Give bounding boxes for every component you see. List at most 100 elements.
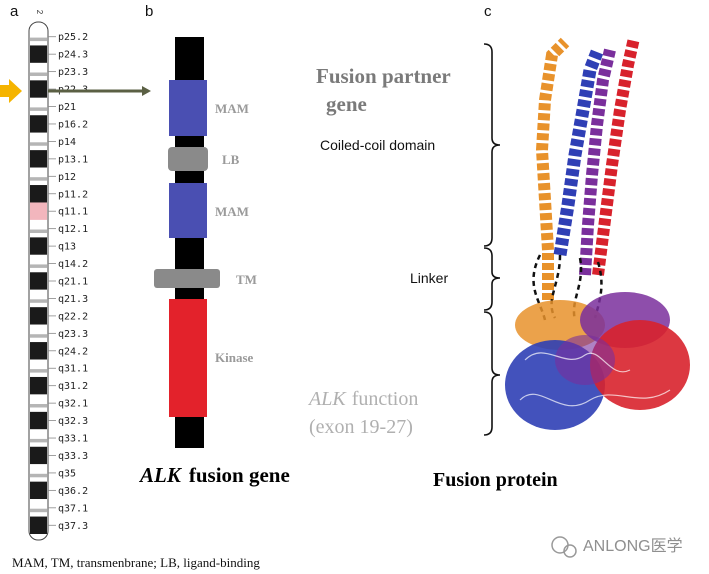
- band-label: q12.1: [58, 224, 88, 235]
- band-label: p16.2: [58, 119, 88, 130]
- coiled-coil-label: Coiled-coil domain: [320, 137, 435, 153]
- alk-function-rest: function: [352, 388, 419, 410]
- band-label: q37.1: [58, 503, 88, 514]
- chromosome-band: [30, 342, 47, 359]
- band-label: q24.2: [58, 346, 88, 357]
- band-label: p12: [58, 172, 76, 183]
- band-label: q37.3: [58, 521, 88, 532]
- chromosome-band: [30, 517, 47, 534]
- chromosome-band: [30, 28, 47, 45]
- band-label: p24.3: [58, 50, 88, 61]
- band-label: q23.3: [58, 329, 88, 340]
- band-label: q36.2: [58, 486, 88, 497]
- chromosome-band: [30, 98, 47, 115]
- chromosome-band-stripe: [30, 38, 47, 41]
- locus-arrow-icon: [0, 79, 22, 103]
- chromosome-band: [30, 290, 47, 307]
- chromosome-band: [30, 255, 47, 272]
- band-label: p21: [58, 102, 76, 113]
- chromosome-band: [30, 220, 47, 237]
- brace-coiled-coil: [484, 44, 500, 246]
- chromosome-band: [30, 202, 47, 219]
- orange-helix: [542, 42, 565, 300]
- connector-arrowhead-icon: [142, 86, 151, 96]
- chromosome-band: [30, 168, 47, 185]
- band-label: q33.3: [58, 451, 88, 462]
- fusion-protein-structure: Fusion partner gene Coiled-coil domain L…: [307, 38, 690, 491]
- footnote: MAM, TM, transmenbrane; LB, ligand-bindi…: [12, 555, 260, 570]
- chromosome-band-stripe: [30, 369, 47, 372]
- chromosome-band: [30, 429, 47, 446]
- kinase-globular-domains: [505, 292, 690, 430]
- band-label: q32.3: [58, 416, 88, 427]
- alk-function-italic: ALK: [307, 388, 347, 410]
- band-label: q31.1: [58, 364, 88, 375]
- band-label: q21.1: [58, 277, 88, 288]
- band-label: q14.2: [58, 259, 88, 270]
- chromosome-band-stripe: [30, 474, 47, 477]
- band-label: q13: [58, 242, 76, 253]
- kinase-label: Kinase: [215, 350, 254, 365]
- chromosome-band-stripe: [30, 404, 47, 407]
- exon-range-label: (exon 19-27): [309, 416, 413, 438]
- brace-alk-function: [484, 312, 500, 435]
- chromosome-band-stripe: [30, 142, 47, 145]
- chromosome-band: [30, 482, 47, 499]
- chromosome-band-stripe: [30, 334, 47, 337]
- chromosome-band: [30, 360, 47, 377]
- mam-label-1: MAM: [215, 101, 249, 116]
- band-label: q22.2: [58, 311, 88, 322]
- chromosome-band: [30, 499, 47, 516]
- chromosome-band-stripe: [30, 177, 47, 180]
- chromosome-band-labels: p25.2p24.3p23.3p22.3p21p16.2p14p13.1p12p…: [48, 32, 88, 532]
- watermark: ANLONG医学: [552, 537, 683, 557]
- band-label: q11.1: [58, 207, 88, 218]
- chromosome-band-stripe: [30, 230, 47, 233]
- chromosome-band: [30, 447, 47, 464]
- band-label: p13.1: [58, 154, 88, 165]
- band-label: p25.2: [58, 32, 88, 43]
- chromosome-band: [30, 115, 47, 132]
- panel-label-a: a: [10, 3, 19, 20]
- tm-domain: [154, 269, 220, 288]
- fusion-partner-label-line1: Fusion partner: [316, 64, 451, 88]
- protein-caption: Fusion protein: [433, 469, 558, 491]
- chromosome-band-stripe: [30, 264, 47, 267]
- chromosome-2-ideogram: 2 p25.2p24.3p23.3p22.3p21p16.2p14p13.1p1…: [29, 10, 88, 540]
- chromosome-band-stripe: [30, 72, 47, 75]
- band-label: p14: [58, 137, 76, 148]
- lb-domain: [168, 147, 208, 171]
- chromosome-band: [30, 325, 47, 342]
- chromosome-bands: [30, 28, 47, 534]
- chromosome-band: [30, 63, 47, 80]
- band-label: p23.3: [58, 67, 88, 78]
- mam-domain-1: [169, 80, 207, 136]
- chromosome-band: [30, 394, 47, 411]
- band-label: q33.1: [58, 434, 88, 445]
- chromosome-number: 2: [35, 10, 44, 15]
- chromosome-band: [30, 150, 47, 167]
- fusion-partner-label-line2: gene: [326, 92, 367, 116]
- chromosome-band: [30, 307, 47, 324]
- chromosome-band-stripe: [30, 107, 47, 110]
- chromosome-band: [30, 45, 47, 62]
- panel-label-b: b: [145, 3, 153, 20]
- chromosome-band: [30, 412, 47, 429]
- band-label: q31.2: [58, 381, 88, 392]
- tm-label: TM: [236, 272, 257, 287]
- band-label: q35: [58, 468, 76, 479]
- chromosome-band: [30, 80, 47, 97]
- band-label: q21.3: [58, 294, 88, 305]
- wechat-icon: [552, 537, 568, 553]
- chromosome-band-stripe: [30, 439, 47, 442]
- chromosome-band: [30, 185, 47, 202]
- chromosome-band: [30, 377, 47, 394]
- mam-domain-2: [169, 183, 207, 238]
- linker-label: Linker: [410, 270, 448, 286]
- lb-label: LB: [222, 152, 240, 167]
